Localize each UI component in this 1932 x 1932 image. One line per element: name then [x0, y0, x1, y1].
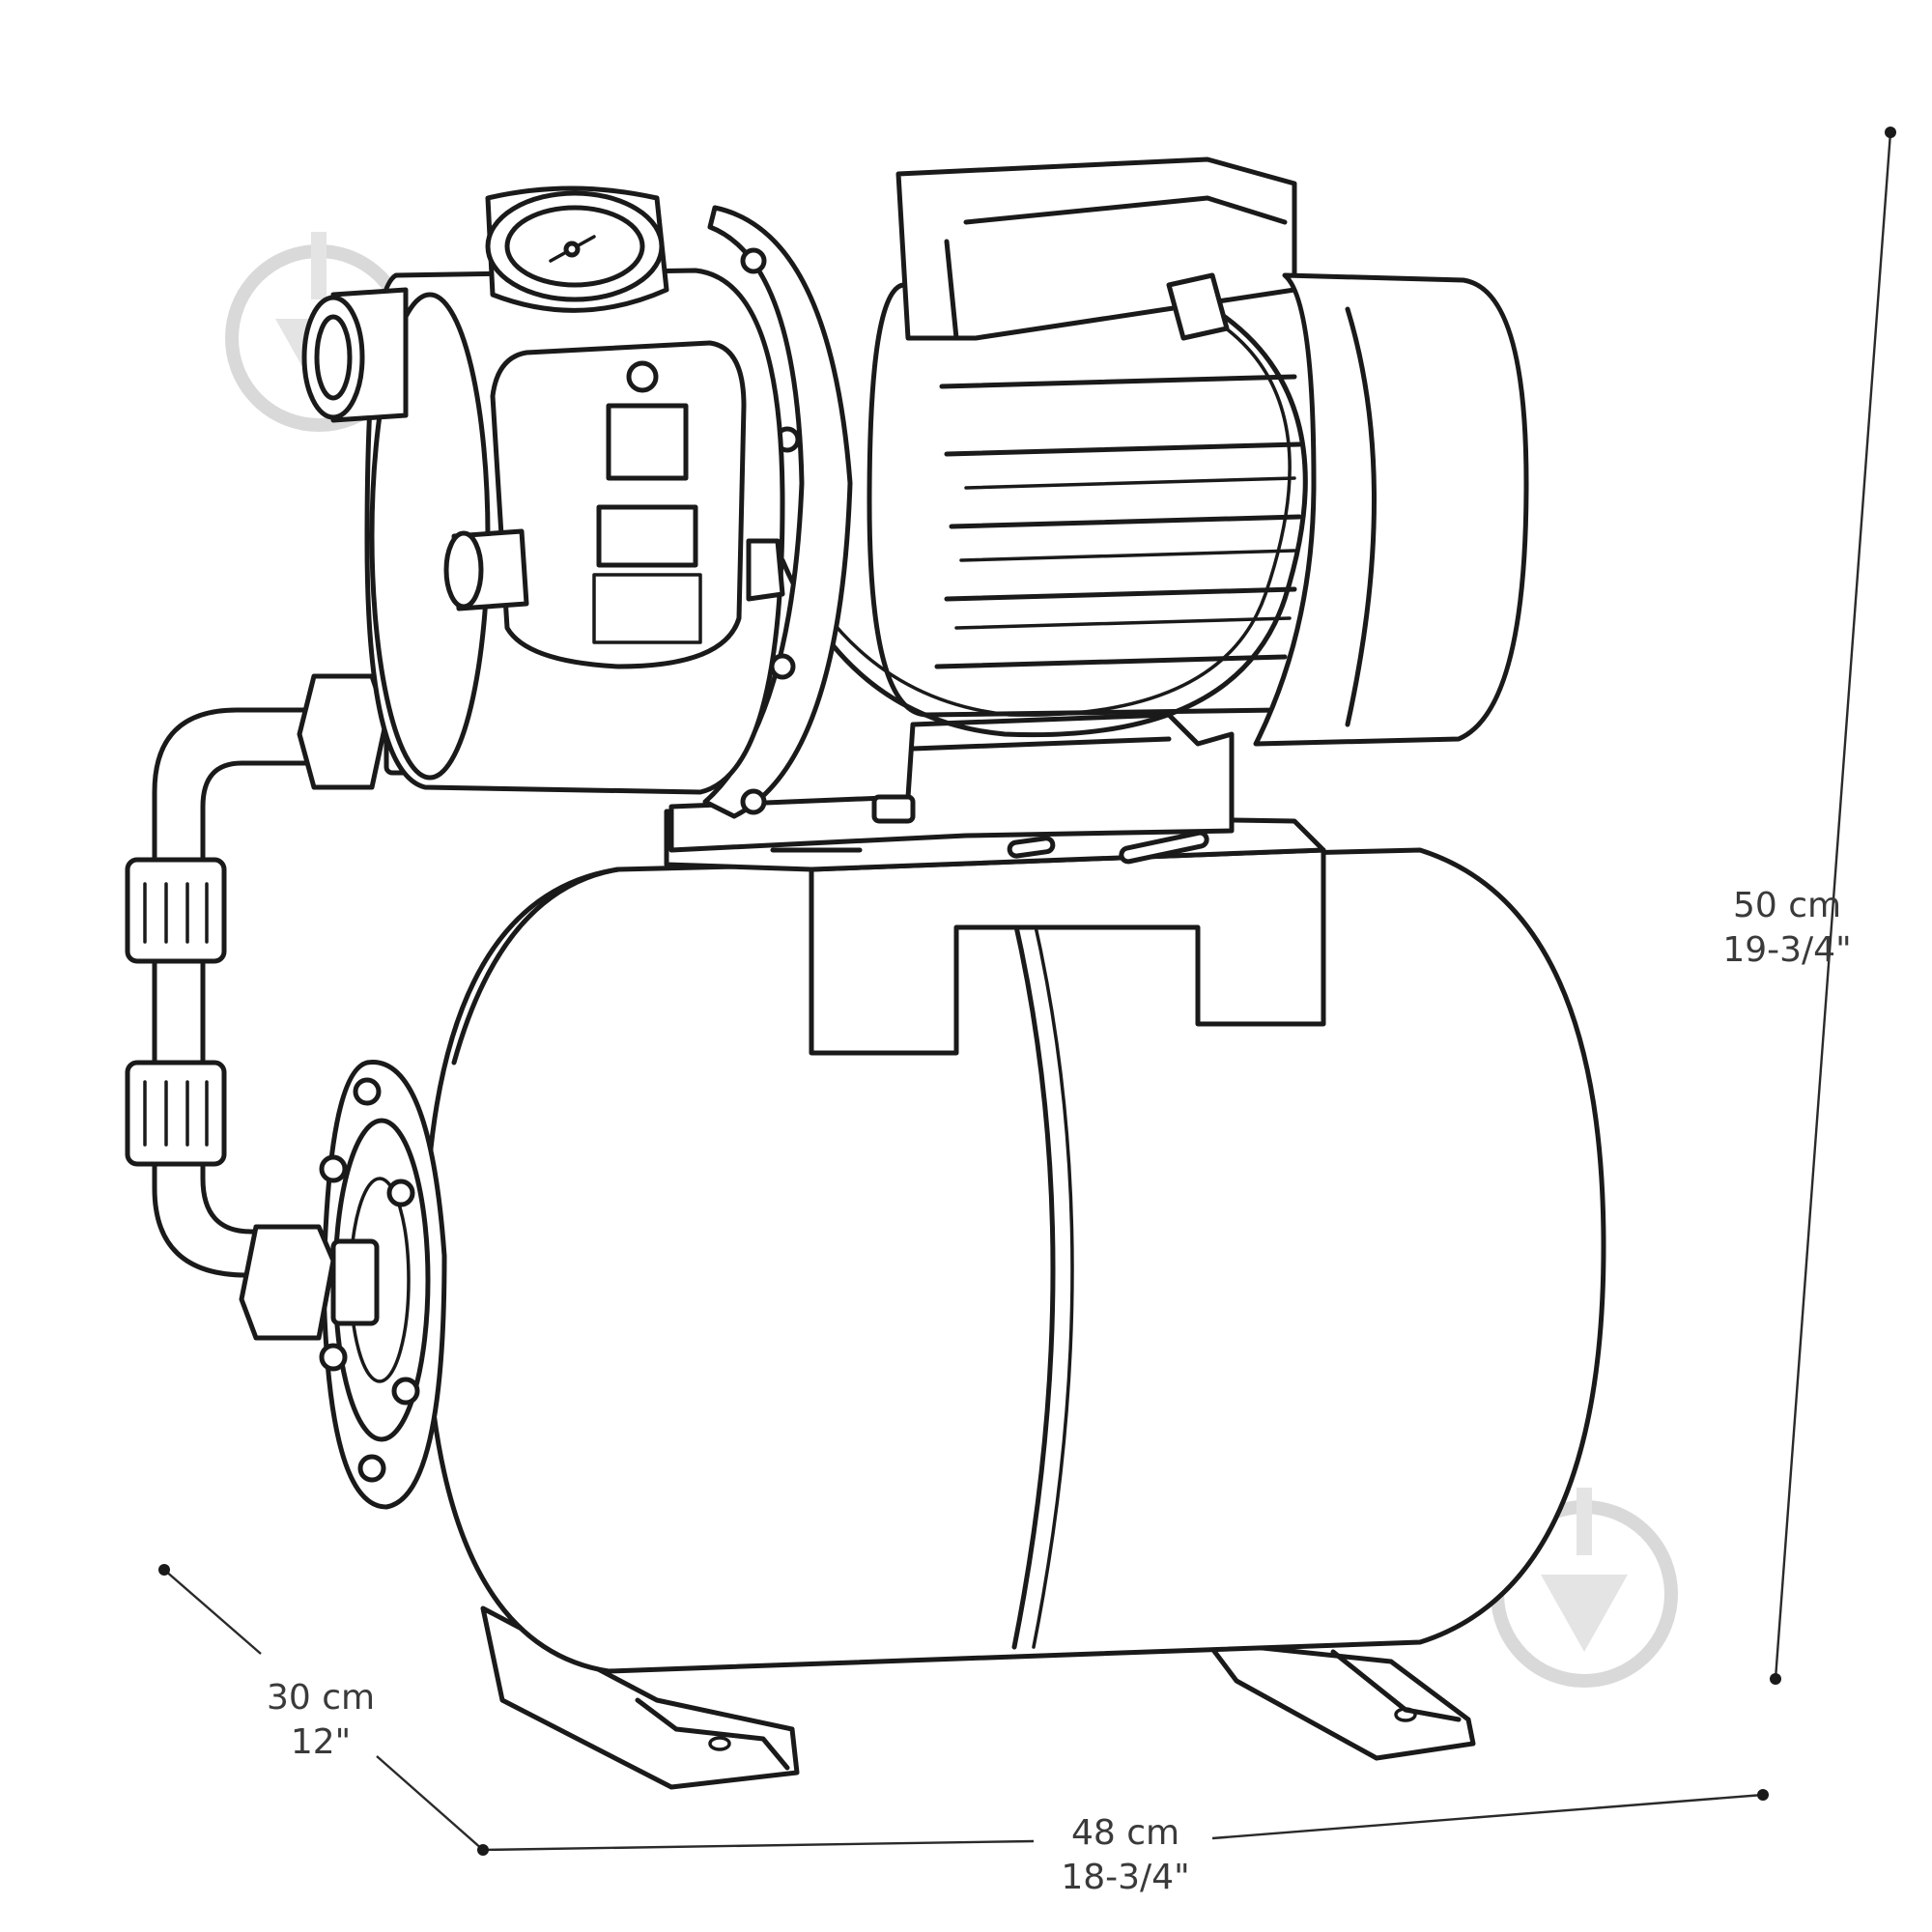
motor-housing: [867, 272, 1346, 718]
width-metric: 48 cm: [1070, 1813, 1180, 1853]
width-dimension-label: 48 cm 18-3/4": [1024, 1811, 1227, 1900]
motor-flange: [702, 205, 853, 819]
width-dimension-line: [477, 1789, 1769, 1856]
power-cable: [780, 272, 1308, 738]
pressure-gauge-icon: [485, 185, 669, 313]
tank-flange: [319, 1060, 447, 1510]
width-imperial: 18-3/4": [1061, 1858, 1190, 1897]
depth-dimension-label: 30 cm 12": [224, 1676, 417, 1765]
height-dimension-line: [1770, 127, 1896, 1685]
pressure-tank: [422, 847, 1606, 1674]
depth-metric: 30 cm: [266, 1678, 376, 1718]
depth-dimension-line: [158, 1564, 484, 1851]
height-imperial: 19-3/4": [1722, 930, 1852, 970]
depth-imperial: 12": [290, 1722, 352, 1762]
inlet-pipe: [301, 287, 409, 423]
height-dimension-label: 50 cm 19-3/4": [1681, 884, 1893, 973]
height-metric: 50 cm: [1732, 886, 1842, 925]
pump-pedestal: [668, 712, 1235, 853]
fan-cover: [1253, 272, 1529, 747]
pressure-switch: [443, 340, 785, 669]
